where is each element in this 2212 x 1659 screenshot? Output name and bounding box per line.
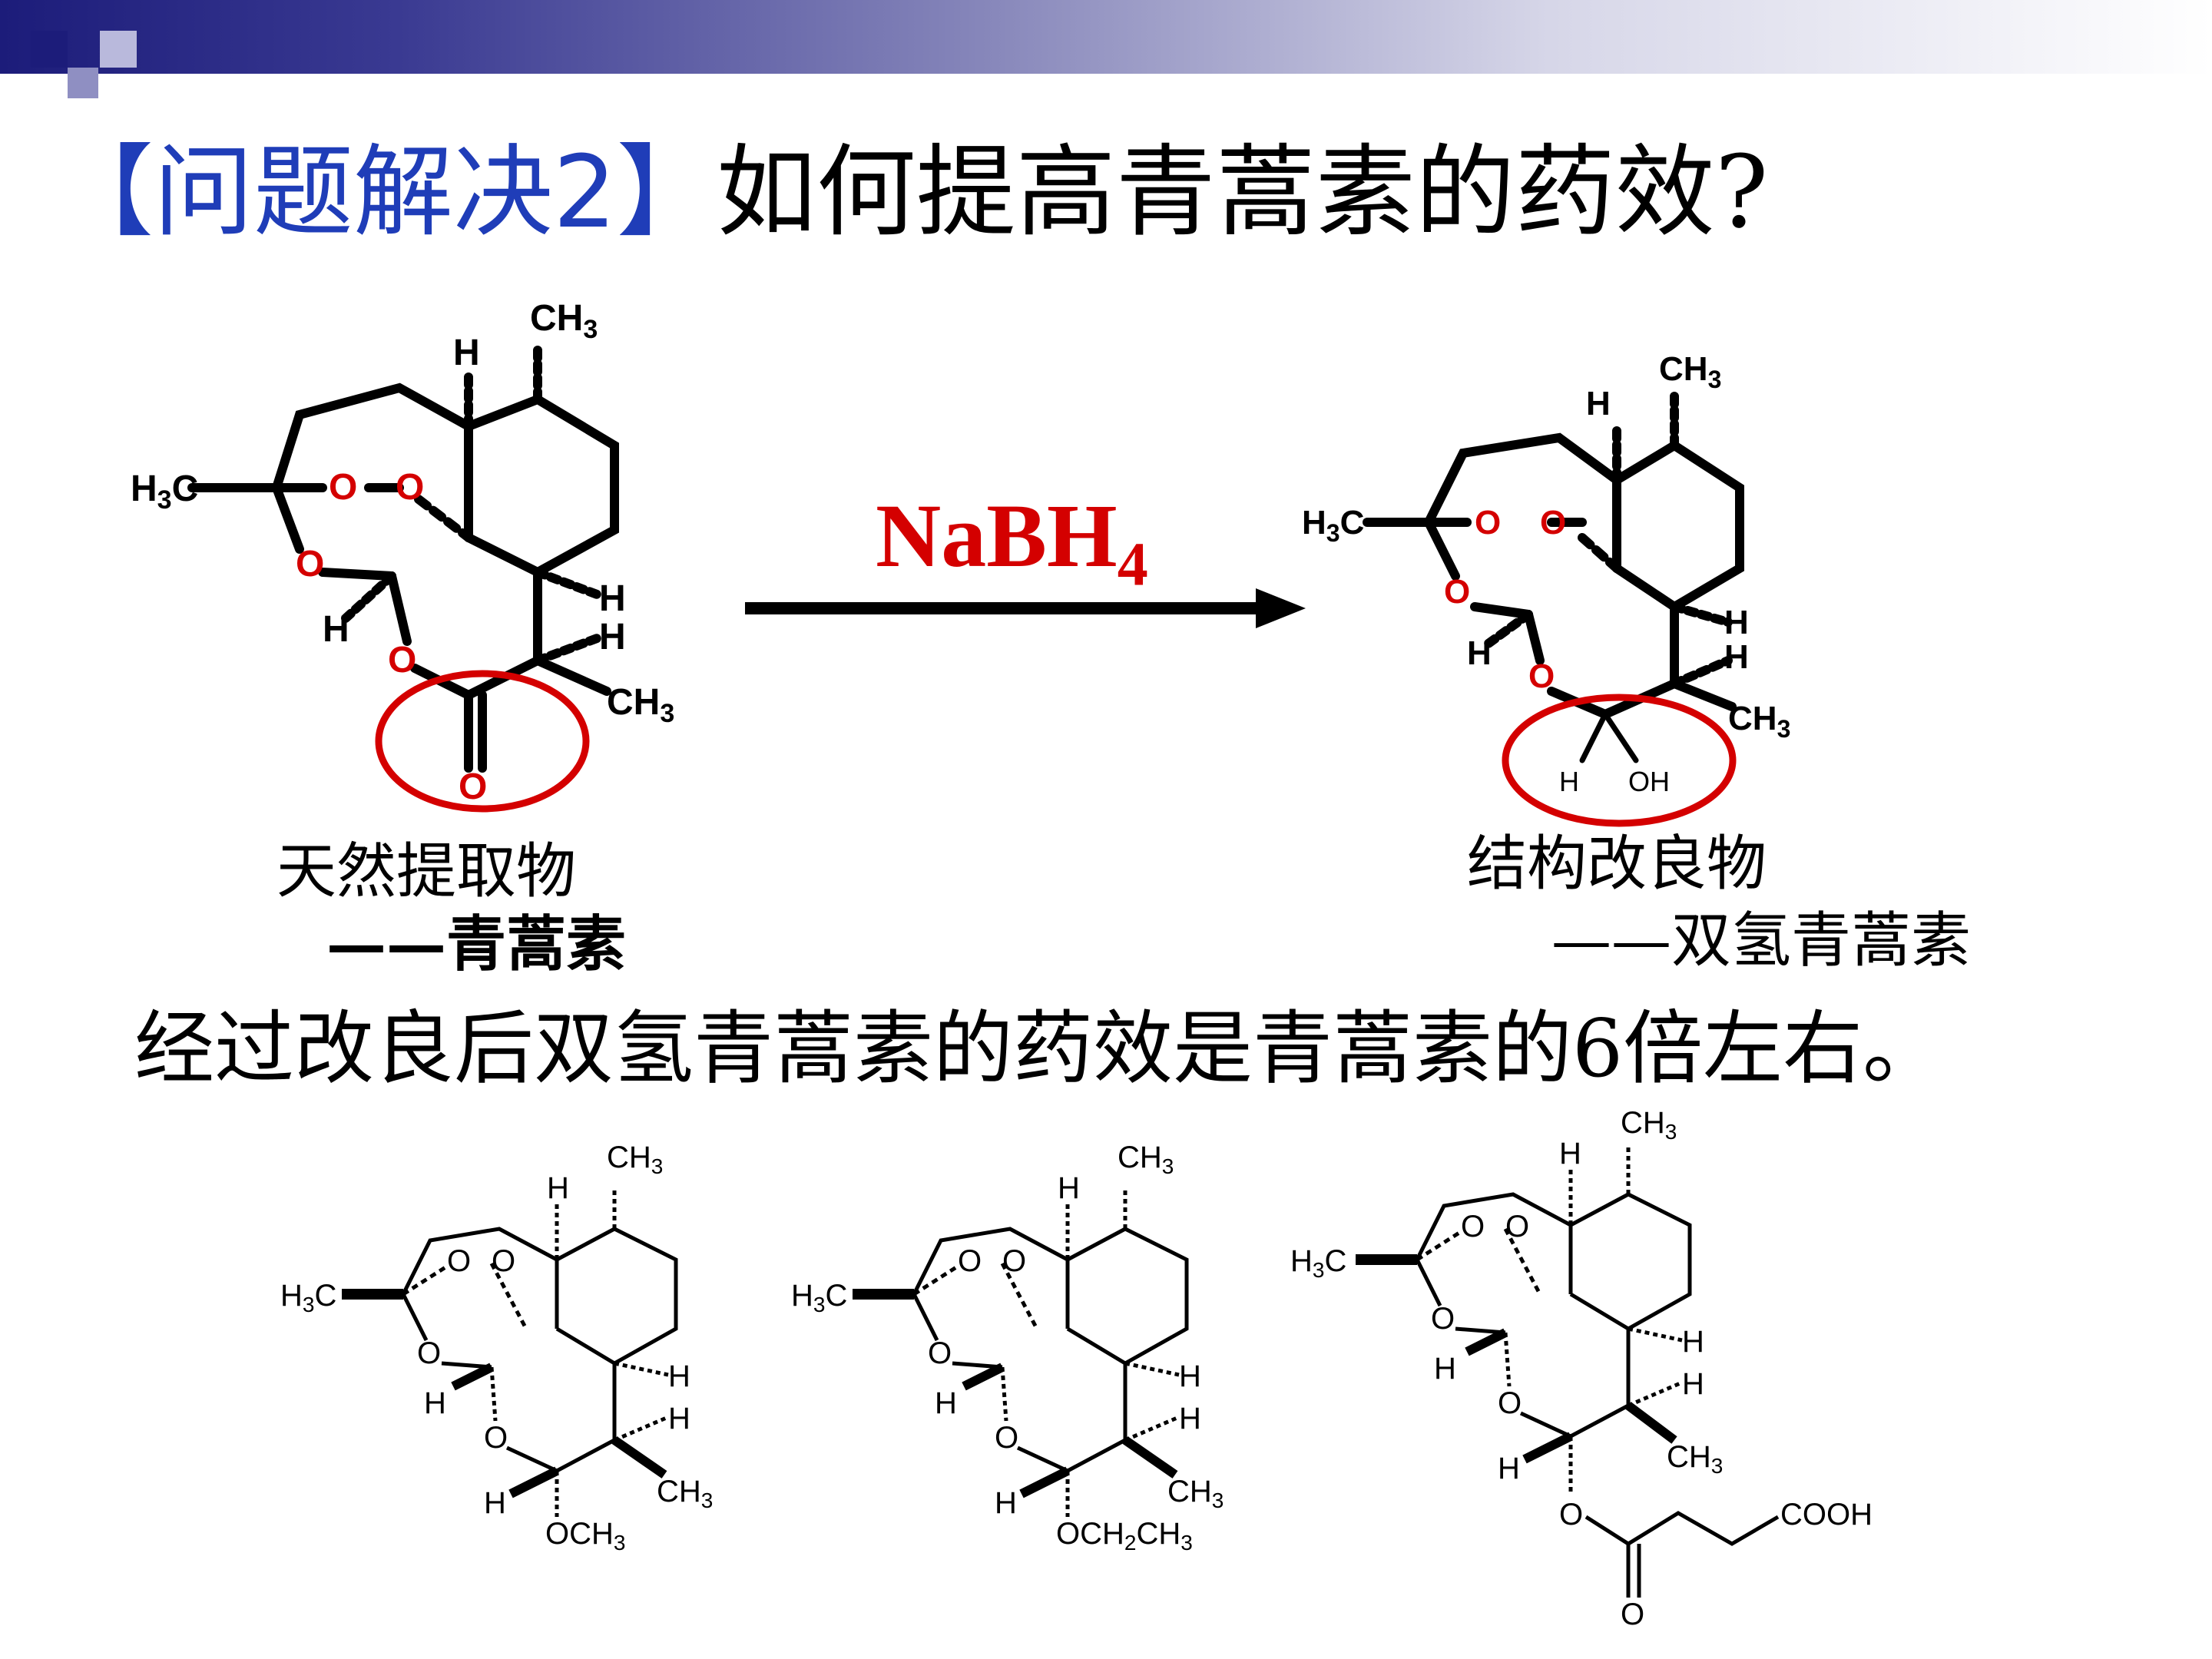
svg-text:H: H — [1586, 385, 1611, 422]
svg-text:H: H — [935, 1386, 957, 1420]
header-square-dark — [31, 31, 68, 68]
arteether-atom-labels: CH3 H H3C O O O H O H H CH3 H OCH2CH3 — [791, 1141, 1224, 1555]
hydroxyl-highlight-circle — [1502, 694, 1737, 827]
svg-text:O: O — [1461, 1210, 1485, 1243]
svg-text:H: H — [599, 617, 626, 657]
svg-text:O: O — [329, 467, 357, 508]
artemisinin-atom-labels: CH3 H H3C O O O H O H H CH3 O — [131, 298, 674, 807]
svg-text:H3C: H3C — [1302, 504, 1364, 547]
reagent-main: NaBH — [876, 485, 1118, 586]
left-label-line1: 天然提取物 — [276, 837, 577, 906]
right-label-line2: ——双氢青蒿素 — [1551, 906, 1972, 975]
svg-text:H: H — [1682, 1325, 1704, 1359]
svg-text:O: O — [388, 640, 416, 680]
svg-text:H: H — [484, 1486, 506, 1520]
svg-text:O: O — [1540, 504, 1566, 541]
right-label-line1: 结构改良物 — [1467, 830, 1767, 899]
svg-text:O: O — [1431, 1302, 1455, 1336]
artemether-atom-labels: CH3 H H3C O O O H O H H CH3 H OCH3 — [280, 1141, 713, 1555]
svg-text:OCH2CH3: OCH2CH3 — [1056, 1517, 1193, 1555]
svg-text:O: O — [1559, 1498, 1583, 1532]
svg-text:O: O — [1505, 1210, 1529, 1243]
svg-text:O: O — [1498, 1386, 1522, 1420]
svg-text:O: O — [492, 1244, 515, 1278]
svg-text:CH3: CH3 — [1118, 1141, 1174, 1178]
svg-text:O: O — [1621, 1598, 1644, 1631]
svg-text:O: O — [995, 1421, 1018, 1455]
artemether-structure — [342, 1187, 678, 1517]
svg-text:OCH3: OCH3 — [545, 1517, 625, 1555]
svg-text:O: O — [1002, 1244, 1026, 1278]
svg-text:O: O — [459, 767, 487, 807]
svg-text:O: O — [296, 544, 324, 584]
svg-text:H: H — [668, 1359, 690, 1393]
dihydro-hydroxyl-labels: H OH — [1559, 766, 1670, 797]
reaction-arrow — [745, 588, 1306, 628]
svg-text:H: H — [547, 1171, 569, 1205]
svg-text:H: H — [1724, 604, 1749, 641]
svg-text:O: O — [958, 1244, 982, 1278]
header-gradient-band — [0, 0, 2212, 74]
artesunate-atom-labels: CH3 H H3C O O O H O H H CH3 H O O COOH — [1290, 1106, 1873, 1631]
header-square-light — [68, 68, 98, 98]
reagent-label: NaBH4 — [876, 484, 1148, 601]
svg-text:H: H — [1179, 1359, 1201, 1393]
svg-text:O: O — [1444, 573, 1470, 611]
svg-text:H3C: H3C — [280, 1279, 336, 1316]
svg-text:CH3: CH3 — [1167, 1475, 1224, 1512]
svg-text:H: H — [1179, 1402, 1201, 1435]
svg-text:H: H — [453, 333, 480, 373]
svg-text:H: H — [1467, 634, 1492, 672]
artesunate-structure — [1356, 1144, 1780, 1598]
svg-text:H: H — [424, 1386, 446, 1420]
svg-text:H: H — [1498, 1452, 1520, 1485]
svg-text:COOH: COOH — [1780, 1498, 1873, 1532]
title-bracket-label: 【问题解决2】 — [54, 134, 717, 250]
svg-text:O: O — [1475, 504, 1501, 541]
left-label-line2: ——青蒿素 — [326, 909, 627, 979]
svg-text:H: H — [323, 609, 349, 650]
ch3-label: CH3 — [530, 298, 598, 344]
svg-text:CH3: CH3 — [1621, 1106, 1677, 1144]
svg-text:H: H — [599, 578, 626, 619]
svg-text:H: H — [1434, 1352, 1456, 1386]
svg-text:O: O — [928, 1336, 952, 1370]
reagent-subscript: 4 — [1117, 531, 1148, 599]
svg-text:H3C: H3C — [131, 469, 198, 515]
svg-text:O: O — [447, 1244, 471, 1278]
svg-text:H: H — [1058, 1171, 1080, 1205]
svg-text:CH3: CH3 — [1728, 700, 1790, 743]
svg-text:O: O — [396, 467, 424, 508]
svg-text:H3C: H3C — [791, 1279, 847, 1316]
header-square-pale — [100, 31, 137, 68]
svg-text:H: H — [1682, 1367, 1704, 1401]
svg-text:CH3: CH3 — [1659, 350, 1721, 393]
svg-text:H: H — [668, 1402, 690, 1435]
svg-text:CH3: CH3 — [657, 1475, 713, 1512]
svg-text:H: H — [1559, 1137, 1581, 1171]
dihydroartemisinin-structure — [1363, 387, 1744, 763]
artemisinin-structure — [187, 341, 619, 773]
dihydroartemisinin-atom-labels: CH3 H H3C O O O H O H H CH3 — [1302, 350, 1790, 743]
conclusion-text: 经过改良后双氢青蒿素的药效是青蒿素的6倍左右。 — [134, 1002, 1943, 1095]
svg-text:OH: OH — [1628, 766, 1670, 797]
slide-title: 【问题解决2】如何提高青蒿素的药效? — [54, 131, 1768, 253]
svg-text:O: O — [417, 1336, 441, 1370]
svg-text:H3C: H3C — [1290, 1244, 1346, 1282]
svg-text:CH3: CH3 — [607, 1141, 663, 1178]
svg-text:O: O — [1528, 657, 1555, 695]
title-question: 如何提高青蒿素的药效? — [716, 134, 1769, 250]
svg-text:O: O — [484, 1421, 508, 1455]
svg-text:H: H — [1724, 638, 1749, 676]
svg-text:CH3: CH3 — [607, 682, 674, 728]
carbonyl-highlight-circle — [375, 670, 590, 813]
arteether-structure — [853, 1187, 1189, 1517]
svg-text:H: H — [995, 1486, 1017, 1520]
svg-text:H: H — [1559, 766, 1579, 797]
svg-text:CH3: CH3 — [1667, 1440, 1723, 1478]
